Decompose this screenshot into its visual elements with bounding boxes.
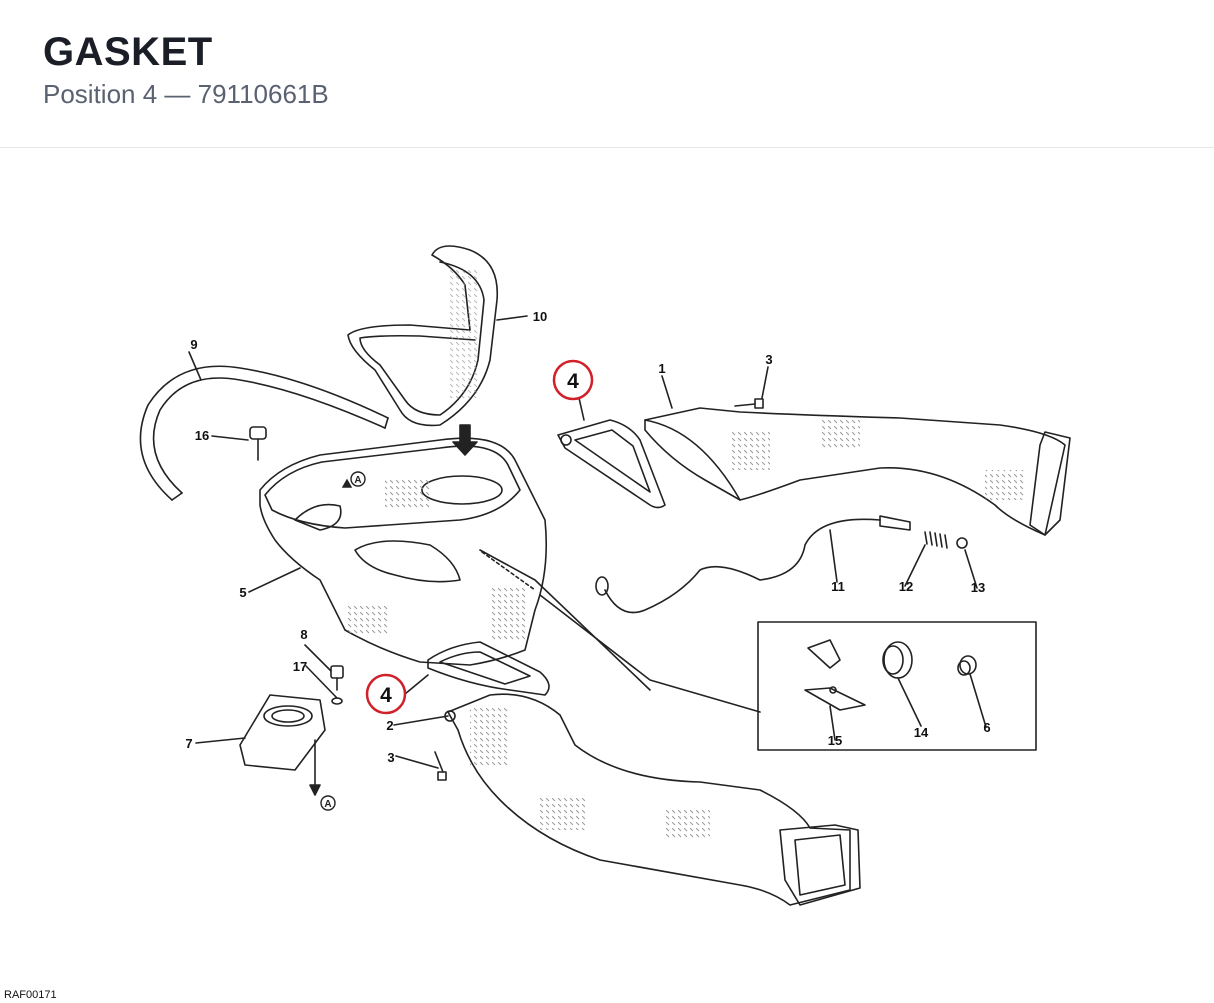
callout-1: 1 (658, 361, 665, 376)
part-13-ring (956, 537, 968, 549)
reference-marker-a-upper: A (354, 475, 361, 486)
part-6-plug (957, 655, 977, 676)
callout-5: 5 (239, 585, 246, 600)
callout-11: 11 (831, 579, 845, 594)
reference-markers (320, 471, 366, 811)
callout-10: 10 (533, 309, 547, 324)
part-4-gasket-lower (427, 641, 550, 696)
part-14-grommet (882, 641, 913, 679)
part-3-screw-lower (434, 751, 447, 781)
part-17-washer (331, 697, 343, 705)
highlight-circle-upper (552, 359, 594, 401)
callout-13: 13 (971, 580, 985, 595)
reference-marker-a-lower: A (324, 799, 331, 810)
callout-3-upper: 3 (765, 352, 772, 367)
part-16-bolt (249, 426, 267, 461)
callout-3-lower: 3 (387, 750, 394, 765)
exploded-parts-diagram: A A 1 2 3 3 5 6 7 8 9 10 11 12 13 14 15 … (139, 245, 1071, 906)
callout-8: 8 (300, 627, 307, 642)
callout-16: 16 (195, 428, 209, 443)
part-4-gasket-upper (557, 419, 666, 509)
callout-6: 6 (983, 720, 990, 735)
callout-17: 17 (293, 659, 307, 674)
callout-4-upper: 4 (567, 370, 579, 393)
part-12-spring (924, 531, 948, 549)
part-3-screw-upper (734, 398, 764, 409)
page-subtitle: Position 4 — 79110661B (43, 79, 329, 109)
drawing-code: RAF00171 (4, 989, 57, 1001)
callout-12: 12 (899, 579, 913, 594)
callout-9: 9 (190, 337, 197, 352)
part-9-hose (152, 377, 386, 494)
callout-14: 14 (914, 725, 929, 740)
part-7-flange (239, 694, 326, 771)
part-10-shroud (347, 245, 499, 427)
page-title: GASKET (43, 30, 213, 74)
page-header: GASKET Position 4 — 79110661B (0, 0, 1214, 148)
part-2-duct-lower (447, 693, 851, 906)
callout-7: 7 (185, 736, 192, 751)
callout-4-lower: 4 (380, 684, 392, 707)
part-11-cable (604, 518, 881, 614)
callout-15: 15 (828, 733, 842, 748)
callout-2: 2 (386, 718, 393, 733)
part-8-bolt (330, 665, 344, 691)
highlight-circle-lower (365, 673, 407, 715)
highlight-callouts (365, 359, 594, 715)
inset-box (757, 621, 1037, 751)
part-15-clip (804, 639, 866, 711)
